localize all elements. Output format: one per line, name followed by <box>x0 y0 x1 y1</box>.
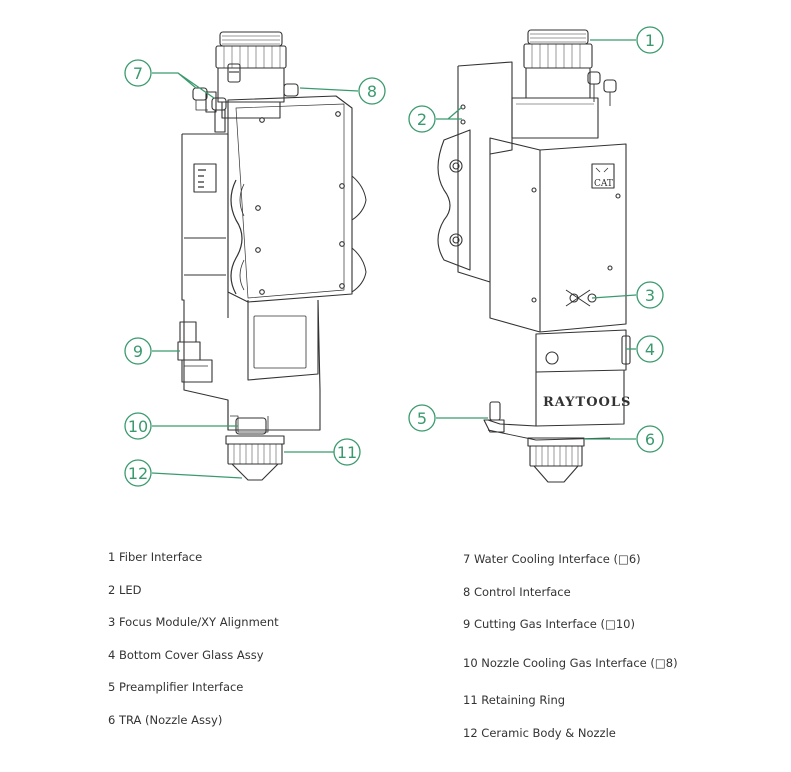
legend-item: 7 Water Cooling Interface (□6) <box>463 552 641 566</box>
callout-11: 11 <box>333 438 361 466</box>
legend-item: 10 Nozzle Cooling Gas Interface (□8) <box>463 656 678 670</box>
legend-item: 3 Focus Module/XY Alignment <box>108 615 279 629</box>
svg-text:2: 2 <box>417 110 427 129</box>
callout-3: 3 <box>636 281 664 309</box>
svg-text:4: 4 <box>645 340 655 359</box>
svg-text:10: 10 <box>128 417 148 436</box>
legend-item: 4 Bottom Cover Glass Assy <box>108 648 264 662</box>
svg-text:8: 8 <box>367 82 377 101</box>
callout-2: 2 <box>408 105 436 133</box>
legend-item: 6 TRA (Nozzle Assy) <box>108 713 223 727</box>
callout-12: 12 <box>124 459 152 487</box>
callout-5: 5 <box>408 404 436 432</box>
callout-8: 8 <box>358 77 386 105</box>
callout-1: 1 <box>636 26 664 54</box>
logo-label: CAT <box>594 179 613 189</box>
svg-text:1: 1 <box>645 31 655 50</box>
legend-item: 2 LED <box>108 583 142 597</box>
svg-text:6: 6 <box>645 430 655 449</box>
svg-text:7: 7 <box>133 64 143 83</box>
legend-item: 12 Ceramic Body & Nozzle <box>463 726 616 740</box>
svg-text:9: 9 <box>133 342 143 361</box>
legend-item: 5 Preamplifier Interface <box>108 680 244 694</box>
svg-text:11: 11 <box>337 443 357 462</box>
leader-lines <box>151 39 637 479</box>
left-view-drawing <box>177 31 367 481</box>
svg-text:5: 5 <box>417 409 427 428</box>
legend-item: 9 Cutting Gas Interface (□10) <box>463 617 635 631</box>
callout-6: 6 <box>636 425 664 453</box>
brand-label: RAYTOOLS <box>543 395 631 410</box>
callout-9: 9 <box>124 337 152 365</box>
callout-7: 7 <box>124 59 152 87</box>
callout-10: 10 <box>124 412 152 440</box>
svg-text:12: 12 <box>128 464 148 483</box>
callout-4: 4 <box>636 335 664 363</box>
right-view-drawing <box>437 29 631 483</box>
legend-item: 1 Fiber Interface <box>108 550 203 564</box>
svg-text:3: 3 <box>645 286 655 305</box>
legend-item: 11 Retaining Ring <box>463 693 566 707</box>
legend-item: 8 Control Interface <box>463 585 571 599</box>
